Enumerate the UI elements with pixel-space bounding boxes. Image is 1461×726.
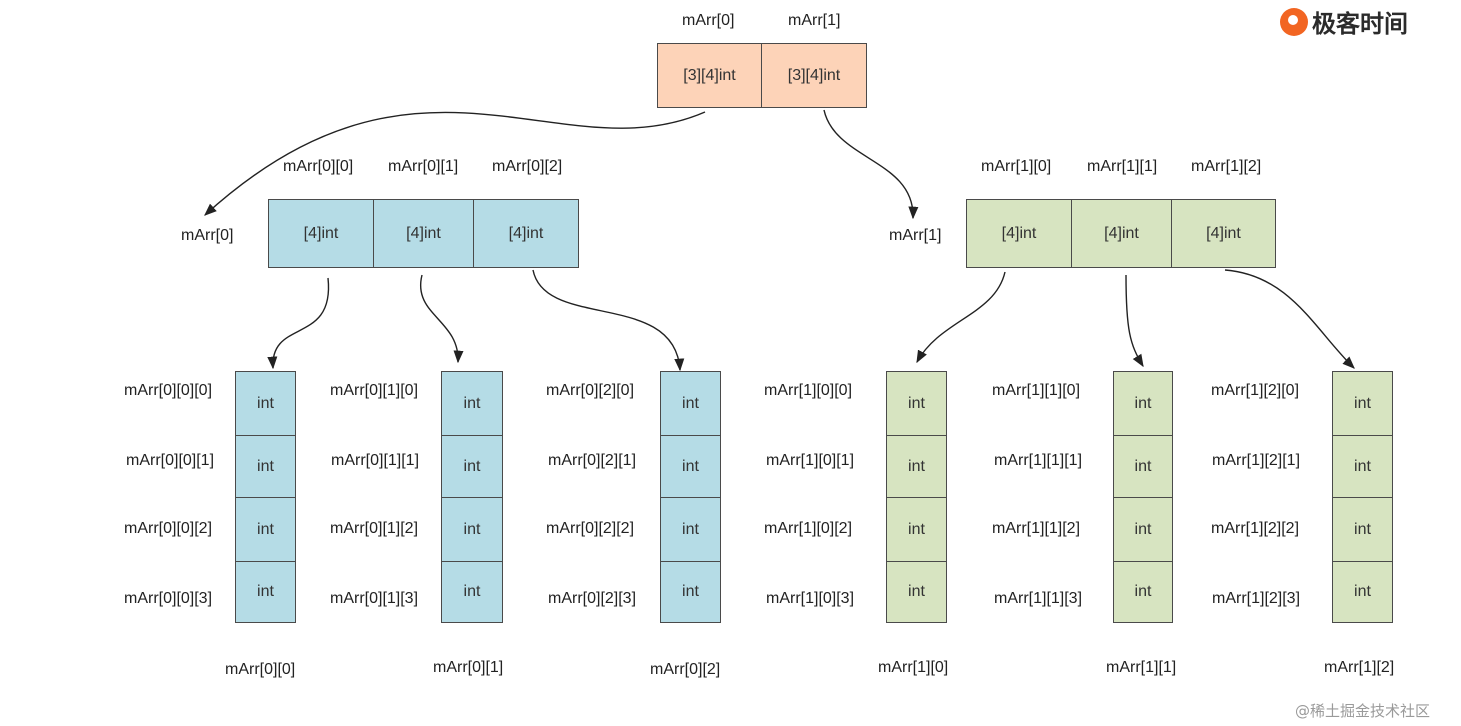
col3-cell-3: int xyxy=(886,561,947,623)
col1-row-label-0: mArr[0][1][0] xyxy=(330,382,419,399)
l1-left-side-label: mArr[0] xyxy=(181,227,234,244)
l1-right-cell-1: [4]int xyxy=(1071,199,1172,268)
col2-bottom-label: mArr[0][2] xyxy=(650,661,721,678)
l1-right-col-label-2: mArr[1][2] xyxy=(1191,158,1262,175)
col4-cell-0: int xyxy=(1113,371,1173,436)
col4-row-label-1: mArr[1][1][1] xyxy=(994,452,1083,469)
col2-cell-1: int xyxy=(660,435,721,498)
col0-row-label-1: mArr[0][0][1] xyxy=(126,452,215,469)
l1-right-side-label: mArr[1] xyxy=(889,227,942,244)
col5-cell-0: int xyxy=(1332,371,1393,436)
col5-cell-2: int xyxy=(1332,497,1393,562)
col4-bottom-label: mArr[1][1] xyxy=(1106,659,1177,676)
watermark-text: @稀土掘金技术社区 xyxy=(1295,702,1431,720)
col0-bottom-label: mArr[0][0] xyxy=(225,661,296,678)
l1-right-cell-0: [4]int xyxy=(966,199,1072,268)
arrow-l1-1-col-0 xyxy=(916,271,1006,364)
col1-row-label-2: mArr[0][1][2] xyxy=(330,520,419,537)
col3-cell-0: int xyxy=(886,371,947,436)
col0-cell-2: int xyxy=(235,497,296,562)
col3-bottom-label: mArr[1][0] xyxy=(878,659,949,676)
col1-row-label-1: mArr[0][1][1] xyxy=(331,452,420,469)
col3-row-label-0: mArr[1][0][0] xyxy=(764,382,853,399)
l1-left-col-label-0: mArr[0][0] xyxy=(283,158,354,175)
col3-row-label-2: mArr[1][0][2] xyxy=(764,520,853,537)
col1-row-label-3: mArr[0][1][3] xyxy=(330,590,419,607)
arrow-l1-0-col-0 xyxy=(267,277,330,370)
col4-cell-2: int xyxy=(1113,497,1173,562)
l1-left-col-label-2: mArr[0][2] xyxy=(492,158,563,175)
col1-cell-2: int xyxy=(441,497,503,562)
top-label-1: mArr[1] xyxy=(788,12,841,29)
col3-cell-2: int xyxy=(886,497,947,562)
col0-row-label-2: mArr[0][0][2] xyxy=(124,520,213,537)
l1-left-cell-0: [4]int xyxy=(268,199,374,268)
l1-right-col-label-0: mArr[1][0] xyxy=(981,158,1052,175)
arrow-l1-0-col-2 xyxy=(532,269,685,372)
l1-left-cell-1: [4]int xyxy=(373,199,474,268)
col0-row-label-3: mArr[0][0][3] xyxy=(124,590,213,607)
col1-cell-3: int xyxy=(441,561,503,623)
col2-cell-2: int xyxy=(660,497,721,562)
col1-bottom-label: mArr[0][1] xyxy=(433,659,504,676)
col1-cell-0: int xyxy=(441,371,503,436)
col2-row-label-0: mArr[0][2][0] xyxy=(546,382,635,399)
col5-cell-3: int xyxy=(1332,561,1393,623)
col5-cell-1: int xyxy=(1332,435,1393,498)
col0-row-label-0: mArr[0][0][0] xyxy=(124,382,213,399)
brand-logo: 极客时间 xyxy=(1280,4,1408,39)
col2-row-label-1: mArr[0][2][1] xyxy=(548,452,637,469)
col5-row-label-2: mArr[1][2][2] xyxy=(1211,520,1300,537)
top-cell-1: [3][4]int xyxy=(761,43,867,108)
col4-cell-3: int xyxy=(1113,561,1173,623)
arrow-top-to-l1-right xyxy=(823,109,919,220)
arrow-l1-1-col-1 xyxy=(1125,274,1144,368)
col5-bottom-label: mArr[1][2] xyxy=(1324,659,1395,676)
geektime-logo-icon xyxy=(1280,7,1308,36)
col5-row-label-1: mArr[1][2][1] xyxy=(1212,452,1301,469)
arrow-l1-0-col-1 xyxy=(419,274,464,364)
arrow-l1-1-col-2 xyxy=(1224,269,1355,369)
col2-cell-0: int xyxy=(660,371,721,436)
col2-cell-3: int xyxy=(660,561,721,623)
col0-cell-3: int xyxy=(235,561,296,623)
top-cell-0: [3][4]int xyxy=(657,43,762,108)
col3-cell-1: int xyxy=(886,435,947,498)
col0-cell-1: int xyxy=(235,435,296,498)
col1-cell-1: int xyxy=(441,435,503,498)
col4-row-label-3: mArr[1][1][3] xyxy=(994,590,1083,607)
col5-row-label-0: mArr[1][2][0] xyxy=(1211,382,1300,399)
l1-left-cell-2: [4]int xyxy=(473,199,579,268)
col3-row-label-3: mArr[1][0][3] xyxy=(766,590,855,607)
col4-cell-1: int xyxy=(1113,435,1173,498)
l1-right-cell-2: [4]int xyxy=(1171,199,1276,268)
brand-logo-text: 极客时间 xyxy=(1312,10,1408,38)
col5-row-label-3: mArr[1][2][3] xyxy=(1212,590,1301,607)
l1-right-col-label-1: mArr[1][1] xyxy=(1087,158,1158,175)
col2-row-label-3: mArr[0][2][3] xyxy=(548,590,637,607)
col0-cell-0: int xyxy=(235,371,296,436)
col4-row-label-0: mArr[1][1][0] xyxy=(992,382,1081,399)
col2-row-label-2: mArr[0][2][2] xyxy=(546,520,635,537)
arrow-top-to-l1-left xyxy=(204,111,706,216)
col3-row-label-1: mArr[1][0][1] xyxy=(766,452,855,469)
col4-row-label-2: mArr[1][1][2] xyxy=(992,520,1081,537)
top-label-0: mArr[0] xyxy=(682,12,735,29)
l1-left-col-label-1: mArr[0][1] xyxy=(388,158,459,175)
